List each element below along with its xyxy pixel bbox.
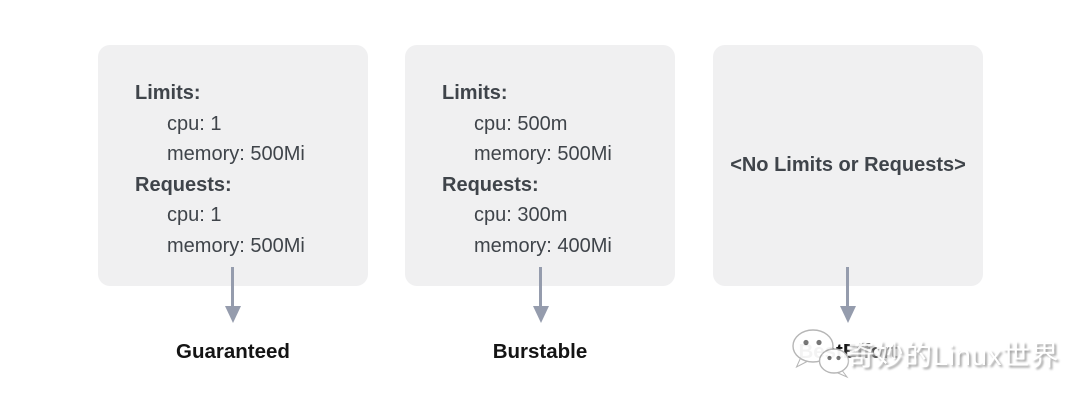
- arrow-line: [231, 267, 234, 306]
- arrow-head: [532, 306, 549, 323]
- memory-request-line: memory: 400Mi: [474, 234, 612, 257]
- requests-heading: Requests:: [442, 173, 539, 196]
- arrow-head: [224, 306, 241, 323]
- memory-request-line: memory: 500Mi: [167, 234, 305, 257]
- cpu-limit-line: cpu: 500m: [474, 112, 568, 135]
- memory-limit-line: memory: 500Mi: [474, 143, 612, 165]
- qos-label-burstable: Burstable: [492, 340, 588, 363]
- arrow-line: [539, 267, 542, 306]
- no-limits-text: <No Limits or Requests>: [730, 154, 966, 177]
- card-body: Limits: cpu: 1 memory: 500Mi Requests: c…: [98, 45, 368, 261]
- cpu-request-line: cpu: 1: [167, 204, 222, 226]
- down-arrow-burstable: [532, 267, 549, 323]
- qos-card-burstable: Limits: cpu: 500m memory: 500Mi Requests…: [405, 45, 675, 286]
- down-arrow-besteffort: [839, 267, 856, 323]
- requests-heading: Requests:: [135, 173, 232, 196]
- qos-label-guaranteed: Guaranteed: [176, 340, 290, 363]
- limits-heading: Limits:: [135, 82, 201, 104]
- arrow-head: [839, 306, 856, 323]
- arrow-line: [846, 267, 849, 306]
- wechat-icon: [789, 327, 853, 384]
- cpu-limit-line: cpu: 1: [167, 112, 222, 135]
- down-arrow-guaranteed: [224, 267, 241, 323]
- card-body: Limits: cpu: 500m memory: 500Mi Requests…: [405, 45, 675, 261]
- memory-limit-line: memory: 500Mi: [167, 143, 305, 165]
- watermark: 奇妙的Linux世界: [789, 327, 1059, 384]
- qos-card-guaranteed: Limits: cpu: 1 memory: 500Mi Requests: c…: [98, 45, 368, 286]
- limits-heading: Limits:: [442, 82, 508, 104]
- watermark-text: 奇妙的Linux世界: [847, 339, 1059, 371]
- qos-card-besteffort: <No Limits or Requests>: [713, 45, 983, 286]
- cpu-request-line: cpu: 300m: [474, 204, 568, 226]
